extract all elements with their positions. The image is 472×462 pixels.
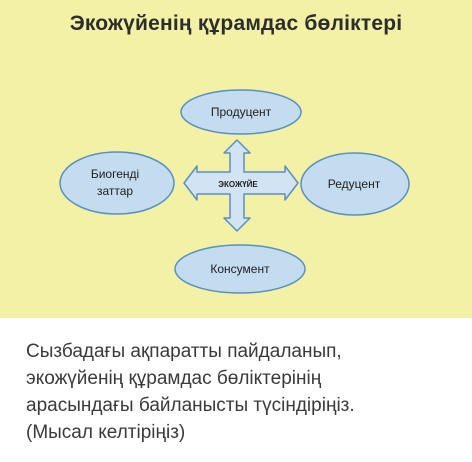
question-line: (Мысал келтіріңіз) <box>26 422 186 443</box>
ecosystem-diagram: ЭКОЖҮЙЕ Продуцент Биогенді заттар Редуце… <box>59 89 410 294</box>
node-consumer-ellipse <box>174 244 306 294</box>
node-reducer-ellipse <box>300 152 410 216</box>
question-line: экожүйенің құрамдас бөліктерінің <box>26 368 322 389</box>
diagram-panel: Экожүйенің құрамдас бөліктері ЭКОЖҮЙЕ Пр… <box>0 0 472 318</box>
question-line: арасындағы байланысты түсіндіріңіз. <box>26 395 355 416</box>
four-way-arrow <box>183 139 299 232</box>
node-biogenic-label-line1: Биогенді <box>91 167 139 181</box>
node-biogenic-label-line2: заттар <box>97 184 133 198</box>
node-reducer-label: Редуцент <box>328 177 381 191</box>
center-label: ЭКОЖҮЙЕ <box>218 180 258 189</box>
node-biogenic-ellipse <box>59 151 175 215</box>
node-producer-ellipse <box>180 89 302 135</box>
question-line: Сызбадағы ақпаратты пайдаланып, <box>26 341 342 362</box>
node-producer-label: Продуцент <box>211 105 272 119</box>
node-consumer-label: Консумент <box>210 262 270 276</box>
diagram-title: Экожүйенің құрамдас бөліктері <box>69 12 403 35</box>
question-text: Сызбадағы ақпаратты пайдаланып, экожүйен… <box>26 338 456 446</box>
